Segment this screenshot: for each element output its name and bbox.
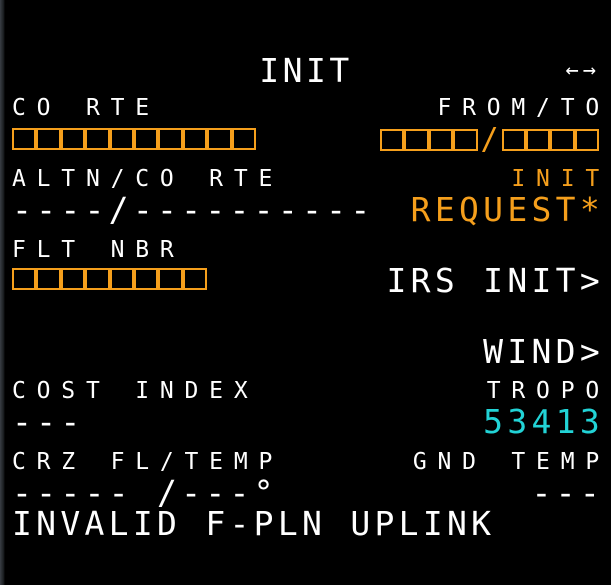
altn-co-rte-label: ALTN/CO RTE — [12, 166, 284, 192]
amber-entry-box — [182, 128, 208, 150]
page-title: INIT — [259, 51, 353, 90]
amber-entry-box — [501, 129, 526, 151]
amber-entry-box — [36, 268, 61, 290]
amber-entry-box — [525, 129, 551, 151]
irs-init-button[interactable]: IRS INIT> — [386, 261, 604, 300]
amber-entry-box — [182, 268, 208, 290]
lsk-6-label-row: CRZ FL/TEMP GND TEMP — [12, 451, 600, 483]
lsk-2-data-row: ----/---------- REQUEST* — [12, 190, 600, 229]
cost-index-field[interactable]: --- — [12, 402, 85, 441]
from-to-label: FROM/TO — [437, 95, 610, 121]
amber-entry-box — [36, 128, 61, 150]
crz-fl-temp-label: CRZ FL/TEMP — [12, 449, 284, 475]
init-request-label: INIT — [511, 166, 610, 192]
amber-entry-box — [380, 129, 405, 151]
amber-entry-box — [85, 268, 110, 290]
scratchpad-message[interactable]: INVALID F-PLN UPLINK — [12, 504, 496, 543]
amber-entry-box — [404, 129, 429, 151]
init-request-button[interactable]: REQUEST* — [410, 190, 604, 229]
from-field[interactable] — [380, 129, 478, 151]
cost-index-label: COST INDEX — [12, 378, 259, 404]
amber-entry-box — [133, 268, 159, 290]
lsk-6-data-row: ----- /---° --- — [12, 473, 600, 512]
lsk-5-label-row: COST INDEX TROPO — [12, 380, 600, 412]
crz-fl-temp-field[interactable]: ----- /---° — [12, 473, 278, 512]
lsk-3-label-row: FLT NBR — [12, 239, 600, 271]
amber-entry-box — [550, 129, 575, 151]
amber-entry-box — [109, 268, 134, 290]
gnd-temp-field[interactable]: --- — [531, 473, 604, 512]
amber-entry-box — [133, 128, 159, 150]
screen-bezel-edge — [0, 0, 5, 585]
flt-nbr-field[interactable] — [12, 268, 208, 290]
tropo-value[interactable]: 53413 — [483, 402, 604, 441]
from-to-field[interactable]: / — [380, 122, 600, 157]
lsk-1-data-row: / — [12, 124, 600, 156]
amber-entry-box — [574, 129, 600, 151]
co-rte-label: CO RTE — [12, 95, 160, 121]
amber-entry-box — [158, 128, 183, 150]
amber-entry-box — [12, 268, 37, 290]
gnd-temp-label: GND TEMP — [412, 449, 610, 475]
amber-entry-box — [231, 128, 256, 150]
amber-entry-box — [453, 129, 478, 151]
amber-entry-box — [60, 268, 86, 290]
lsk-2-label-row: ALTN/CO RTE INIT — [12, 168, 600, 200]
wind-button[interactable]: WIND> — [483, 332, 604, 371]
scratchpad-row: INVALID F-PLN UPLINK — [12, 504, 600, 543]
amber-entry-box — [60, 128, 86, 150]
lsk-4-data-row: WIND> — [12, 335, 600, 368]
amber-entry-box — [12, 128, 37, 150]
amber-entry-box — [109, 128, 134, 150]
amber-entry-box — [428, 129, 454, 151]
flt-nbr-label: FLT NBR — [12, 237, 185, 263]
page-slew-arrows-icon[interactable]: ←→ — [565, 58, 600, 83]
amber-entry-box — [158, 268, 183, 290]
tropo-label: TROPO — [486, 378, 610, 404]
amber-entry-box — [207, 128, 232, 150]
lsk-1-label-row: CO RTE FROM/TO — [12, 97, 600, 129]
title-row: INIT ←→ — [12, 51, 600, 90]
lsk-5-data-row: --- 53413 — [12, 402, 600, 441]
lsk-3-data-row: IRS INIT> — [12, 264, 600, 297]
co-rte-field[interactable] — [12, 128, 256, 150]
altn-co-rte-field[interactable]: ----/---------- — [12, 190, 375, 229]
amber-entry-box — [85, 128, 110, 150]
from-to-separator: / — [480, 122, 499, 157]
to-field[interactable] — [501, 129, 600, 151]
